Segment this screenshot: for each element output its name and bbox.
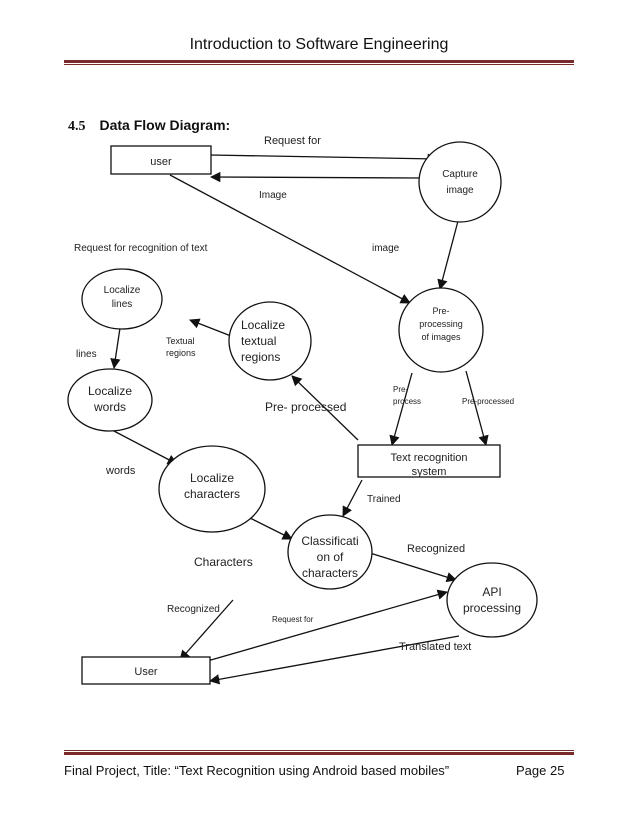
flow-words: words	[105, 465, 136, 477]
page-header: Introduction to Software Engineering	[189, 36, 449, 53]
user-top-label: user	[150, 156, 172, 168]
localize-textual-label-1: Localize	[241, 318, 285, 332]
header-rule-thin	[64, 64, 574, 65]
flow-pre-process-small-1: Pre-	[393, 385, 408, 394]
arrow-classification-to-api	[369, 552, 457, 583]
arrow-api-to-user	[208, 635, 460, 685]
localize-characters-label-1: Localize	[190, 471, 234, 485]
localize-lines-label-2: lines	[112, 299, 133, 310]
capture-label-1: Capture	[442, 169, 478, 180]
flow-trained: Trained	[367, 494, 401, 505]
localize-lines-process	[81, 268, 163, 330]
arrow-user-to-api	[175, 589, 448, 671]
capture-image-process	[418, 141, 502, 223]
localize-textual-label-3: regions	[241, 350, 280, 364]
footer-rule	[64, 752, 574, 755]
flow-characters: Characters	[194, 555, 253, 569]
flow-textual-regions-2: regions	[166, 348, 196, 358]
api-label-2: processing	[463, 601, 521, 615]
localize-textual-label-2: textual	[241, 334, 276, 348]
flow-textual-regions-1: Textual	[166, 336, 195, 346]
arrow-capture-to-user	[209, 171, 420, 183]
classification-process	[287, 514, 373, 590]
section-title: Data Flow Diagram:	[99, 117, 231, 133]
preprocessing-process	[398, 287, 484, 373]
localize-characters-label-2: characters	[184, 487, 240, 501]
flow-request-for-top: Request for	[264, 135, 321, 147]
arrow-user-to-preprocessing	[169, 174, 411, 304]
arrow-system-to-classification	[342, 479, 363, 517]
arrow-preprocessing-to-system	[389, 372, 413, 447]
arrow-user-to-capture	[209, 153, 439, 165]
localize-words-process	[67, 368, 153, 432]
footer-rule-thin	[64, 750, 574, 751]
section-number: 4.5	[68, 119, 86, 134]
localize-textual-regions-process	[228, 301, 312, 381]
arrow-capture-to-preprocessing	[437, 220, 459, 291]
flow-translated-text: Translated text	[399, 641, 471, 653]
flow-request-for-bottom: Request for	[272, 615, 314, 624]
classification-label-2: on of	[317, 550, 344, 564]
preprocessing-label-1: Pre-	[432, 306, 449, 316]
preprocessing-label-2: processing	[419, 319, 463, 329]
flow-image-down: image	[372, 243, 400, 254]
flow-request-recognition: Request for recognition of text	[74, 243, 208, 254]
arrow-textual-to-textual-regions	[189, 318, 232, 337]
localize-words-label-2: words	[93, 400, 126, 414]
user-entity-top	[110, 145, 212, 175]
header-rule	[64, 60, 574, 63]
flow-pre-processed-right: Pre-processed	[462, 397, 514, 406]
text-recognition-label-1: Text recognition	[390, 452, 467, 464]
section-heading: 4.5 Data Flow Diagram:	[68, 117, 230, 135]
api-label-1: API	[482, 585, 501, 599]
localize-words-label-1: Localize	[88, 384, 132, 398]
text-recognition-system-entity	[357, 444, 501, 478]
flow-pre-process-small-2: process	[393, 397, 421, 406]
preprocessing-label-3: of images	[421, 332, 461, 342]
arrow-system-to-textual	[291, 375, 359, 441]
arrow-lines-to-words	[110, 327, 121, 370]
classification-label-3: characters	[302, 566, 358, 580]
flow-recognized-right: Recognized	[407, 543, 465, 555]
text-recognition-label-2: system	[412, 466, 447, 478]
flow-lines: lines	[76, 349, 97, 360]
footer-project-title: Final Project, Title: “Text Recognition …	[64, 763, 450, 778]
api-processing-process	[446, 562, 538, 638]
arrow-classification-to-user	[179, 599, 234, 661]
flow-image-back: Image	[259, 190, 287, 201]
flow-pre-processed-mid: Pre- processed	[265, 400, 346, 414]
flow-recognized-left: Recognized	[167, 604, 220, 615]
localize-lines-label-1: Localize	[104, 285, 141, 296]
capture-label-2: image	[446, 185, 474, 196]
classification-label-1: Classificati	[301, 534, 358, 548]
arrow-words-to-characters	[111, 429, 178, 465]
localize-characters-process	[158, 445, 266, 533]
arrow-preprocessing-to-system-right	[465, 370, 489, 447]
user-bottom-label: User	[134, 666, 158, 678]
user-entity-bottom	[81, 656, 211, 685]
footer-page-number: Page 25	[516, 763, 565, 778]
